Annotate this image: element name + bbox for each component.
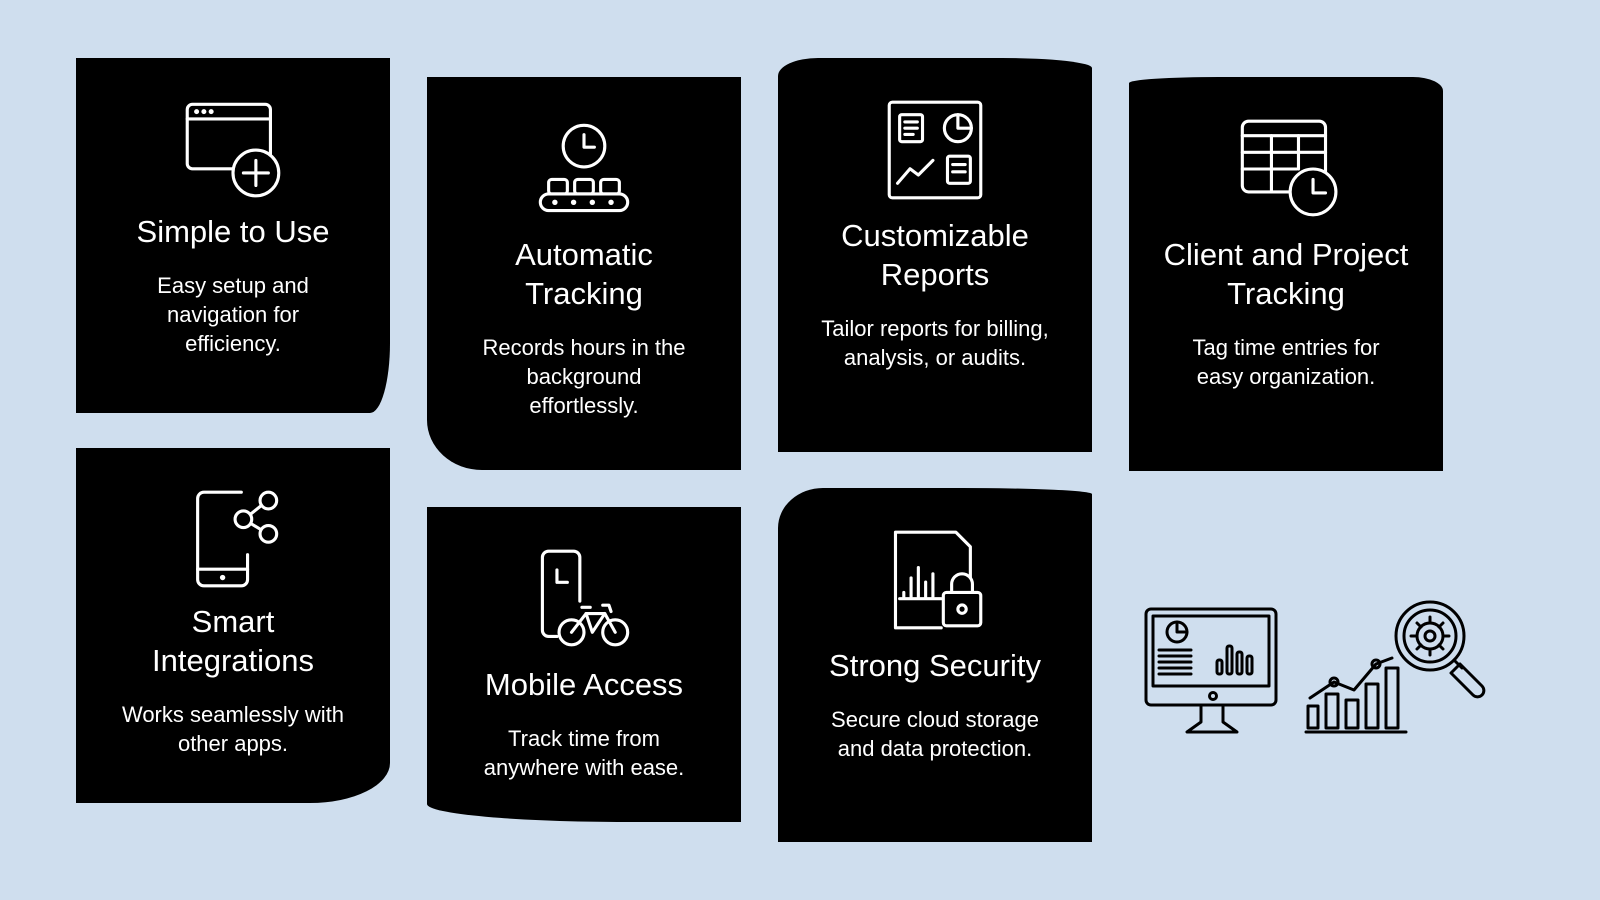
card-description: Tag time entries for easy organization.: [1192, 335, 1380, 389]
feature-card-simple-to-use: Simple to Use Easy setup and navigation …: [76, 58, 390, 413]
feature-card-automatic-tracking: Automatic Tracking Records hours in the …: [427, 77, 741, 470]
feature-card-mobile-access: Mobile Access Track time from anywhere w…: [427, 507, 741, 822]
card-title: Mobile Access: [484, 667, 684, 702]
card-description: Track time from anywhere with ease.: [483, 726, 685, 780]
clock-conveyor-icon: [538, 123, 630, 213]
phone-bicycle-icon: [540, 549, 630, 647]
card-description: Secure cloud storage and data protection…: [831, 707, 1039, 761]
card-title: Automatic Tracking: [515, 237, 653, 311]
card-description: Records hours in the background effortle…: [482, 335, 686, 418]
feature-card-customizable-reports: Customizable Reports Tailor reports for …: [778, 58, 1092, 452]
feature-card-smart-integrations: Smart Integrations Works seamlessly with…: [76, 448, 390, 803]
card-title: Client and Project Tracking: [1163, 237, 1409, 311]
monitor-dashboard-icon: [1144, 607, 1278, 734]
browser-add-icon: [185, 102, 281, 198]
phone-share-icon: [196, 490, 279, 588]
card-description: Works seamlessly with other apps.: [121, 702, 345, 756]
document-lock-icon: [893, 530, 983, 630]
card-title: Smart Integrations: [152, 604, 314, 678]
card-title: Simple to Use: [136, 214, 330, 249]
table-clock-icon: [1240, 119, 1338, 217]
card-title: Strong Security: [829, 648, 1041, 683]
card-title: Customizable Reports: [841, 218, 1029, 292]
card-description: Easy setup and navigation for efficiency…: [157, 273, 309, 356]
report-dashboard-icon: [887, 100, 983, 200]
feature-card-strong-security: Strong Security Secure cloud storage and…: [778, 488, 1092, 842]
card-description: Tailor reports for billing, analysis, or…: [821, 316, 1049, 370]
analytics-magnifier-icon: [1304, 600, 1486, 734]
feature-card-client-project-tracking: Client and Project Tracking Tag time ent…: [1129, 77, 1443, 471]
